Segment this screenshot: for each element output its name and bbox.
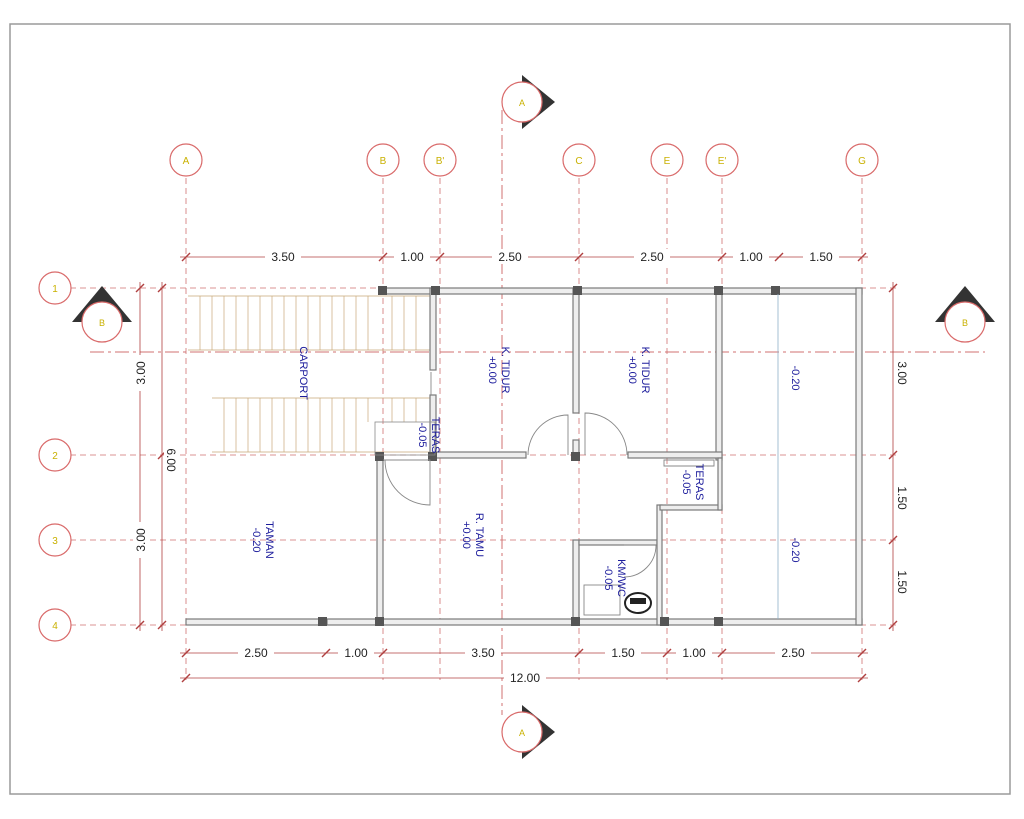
dim-left: 3.00 <box>134 528 148 552</box>
room-labels: CARPORT K. TIDUR +0.00 K. TIDUR +0.00 TE… <box>250 346 801 597</box>
dim-left: 3.00 <box>134 361 148 385</box>
dim-top: 3.50 <box>271 250 295 264</box>
section-lines <box>90 110 985 715</box>
dimension-lines <box>139 256 894 679</box>
dim-bottom: 2.50 <box>781 646 805 660</box>
room-level: -0.05 <box>416 422 428 447</box>
dim-top: 1.00 <box>400 250 424 264</box>
room-level: -0.20 <box>250 527 262 552</box>
room-name: K. TIDUR <box>499 347 511 394</box>
walls <box>185 287 863 626</box>
room-name: KM/WC <box>615 559 627 597</box>
room-name: R. TAMU <box>473 513 485 557</box>
grid-col-label: B' <box>436 156 445 167</box>
grid-row-label: 3 <box>52 536 58 547</box>
dim-bottom-total: 12.00 <box>510 671 540 685</box>
grid-col-label: B <box>380 156 387 167</box>
room-level: +0.00 <box>486 356 498 384</box>
doors <box>383 372 715 578</box>
grid-row-bubbles: 1 2 3 4 <box>38 271 72 642</box>
dim-right: 1.50 <box>895 486 909 510</box>
carport-pergola <box>188 295 432 453</box>
grid-row-label: 4 <box>52 621 58 632</box>
grid-row-label: 1 <box>52 284 58 295</box>
dimension-texts: 3.50 1.00 2.50 2.50 1.00 1.50 2.50 1.00 … <box>133 249 910 685</box>
dim-bottom: 1.00 <box>344 646 368 660</box>
section-mark-left: B <box>72 286 132 343</box>
dim-right: 3.00 <box>895 361 909 385</box>
columns <box>318 286 780 626</box>
section-mark-label: A <box>519 728 525 738</box>
section-mark-label: A <box>519 98 525 108</box>
section-mark-right: B <box>935 286 995 343</box>
section-mark-bottom: A <box>501 705 555 759</box>
room-name: K. TIDUR <box>639 347 651 394</box>
grid-col-label: E <box>664 156 671 167</box>
room-name-carport: CARPORT <box>297 346 309 400</box>
dim-top: 2.50 <box>640 250 664 264</box>
dim-top: 1.50 <box>809 250 833 264</box>
room-name: TERAS <box>429 417 441 454</box>
dim-bottom: 2.50 <box>244 646 268 660</box>
section-mark-label: B <box>962 318 968 328</box>
section-mark-top: A <box>501 75 555 129</box>
room-level: -0.05 <box>602 565 614 590</box>
dim-bottom: 1.50 <box>611 646 635 660</box>
dim-right: 1.50 <box>895 570 909 594</box>
dim-left-total: 6.00 <box>164 448 178 472</box>
dim-bottom: 1.00 <box>682 646 706 660</box>
section-mark-label: B <box>99 318 105 328</box>
carport-slats <box>199 296 417 452</box>
toilet-fixture <box>583 584 652 616</box>
grid-col-label: C <box>575 156 582 167</box>
grid-row-label: 2 <box>52 451 58 462</box>
grid-col-label: G <box>858 156 866 167</box>
dimension-ticks <box>135 252 898 683</box>
room-name: TAMAN <box>263 521 275 559</box>
dim-bottom: 3.50 <box>471 646 495 660</box>
grid-col-label: A <box>183 156 190 167</box>
room-name: TERAS <box>693 464 705 501</box>
dim-top: 1.00 <box>739 250 763 264</box>
room-level: +0.00 <box>626 356 638 384</box>
dim-top: 2.50 <box>498 250 522 264</box>
room-level: -0.05 <box>680 469 692 494</box>
room-level: +0.00 <box>460 521 472 549</box>
grid-col-label: E' <box>718 156 727 167</box>
teras-platform <box>374 421 436 456</box>
room-level: -0.20 <box>789 365 801 390</box>
grid-column-bubbles: A B B' C E E' G <box>169 143 879 177</box>
room-level: -0.20 <box>789 537 801 562</box>
